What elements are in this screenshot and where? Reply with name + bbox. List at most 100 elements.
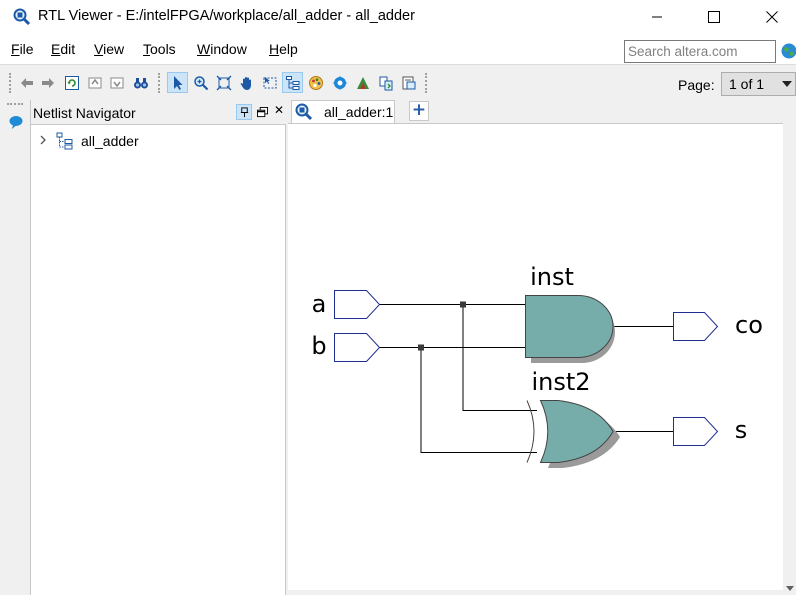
schematic-canvas[interactable]: a b inst inst2 co s [288, 123, 783, 590]
zoom-icon [193, 75, 208, 90]
globe-icon[interactable] [781, 43, 796, 59]
wire-b-to-inst2 [420, 347, 537, 453]
rtl-viewer-app-icon [13, 8, 31, 26]
vertical-scrollbar[interactable] [783, 123, 796, 595]
back-icon [20, 77, 33, 88]
menu-file[interactable]: File [11, 41, 34, 57]
minimize-button[interactable] [628, 0, 686, 34]
export-icon [379, 76, 392, 90]
settings-icon [332, 75, 347, 90]
wire-a-to-inst2 [462, 304, 537, 411]
toolbar-grip [9, 73, 13, 93]
junction-dot-b [418, 344, 424, 351]
rtl-viewer-tab-icon [295, 103, 313, 121]
select-button[interactable] [167, 72, 188, 93]
go-down-icon [110, 77, 123, 88]
fit-in-window-button[interactable] [214, 73, 233, 92]
float-window-button[interactable] [255, 105, 269, 119]
menu-window[interactable]: Window [197, 41, 247, 57]
select-icon [173, 75, 182, 90]
input-label-a: a [312, 290, 327, 318]
page-label: Page: [678, 77, 715, 93]
page-select[interactable]: 1 of 1 [721, 72, 796, 96]
hierarchy-button[interactable] [282, 72, 303, 93]
hierarchy-icon [285, 75, 299, 90]
input-port-a[interactable] [334, 290, 381, 319]
speech-bubble-icon[interactable] [8, 114, 24, 130]
go-down-button[interactable] [107, 73, 126, 92]
refresh-icon [64, 75, 79, 90]
hand-button[interactable] [237, 73, 256, 92]
fit-icon [216, 75, 231, 90]
area-select-button[interactable] [260, 73, 279, 92]
forward-icon [41, 77, 54, 88]
close-icon [766, 11, 778, 23]
menu-edit[interactable]: Edit [51, 41, 76, 57]
gate-label-inst2: inst2 [531, 368, 590, 396]
minimize-icon [652, 16, 662, 18]
scroll-down-arrow-icon[interactable] [786, 586, 794, 591]
menu-view[interactable]: View [94, 41, 125, 57]
output-label-s: s [735, 416, 748, 444]
side-tool-strip [0, 100, 28, 595]
forward-button[interactable] [38, 73, 57, 92]
navigator-title: Netlist Navigator [33, 105, 136, 121]
filter-button[interactable] [353, 73, 372, 92]
tab-all-adder[interactable]: all_adder:1 [291, 100, 395, 123]
tab-label: all_adder:1 [324, 104, 394, 120]
export-button[interactable] [376, 73, 395, 92]
xor-gate-inst2[interactable] [526, 400, 620, 469]
close-button[interactable] [743, 0, 796, 34]
hierarchy-tree-icon [56, 132, 73, 150]
netlist-icon [402, 76, 415, 89]
float-window-icon [256, 106, 268, 117]
junction-dot-a [460, 301, 466, 308]
input-label-b: b [311, 332, 326, 360]
close-icon: ✕ [273, 103, 285, 117]
add-tab-button[interactable]: + [409, 101, 429, 121]
toolbar-separator [158, 73, 162, 93]
menu-bar: File Edit View Tools Window Help [0, 36, 796, 64]
schematic-drawing: a b inst inst2 co s [311, 263, 763, 469]
filter-icon [356, 76, 369, 89]
gate-label-inst: inst [530, 263, 574, 291]
color-icon [308, 75, 323, 90]
input-port-b[interactable] [334, 333, 381, 362]
refresh-button[interactable] [62, 73, 81, 92]
chevron-right-icon[interactable] [38, 134, 48, 146]
close-panel-button[interactable]: ✕ [272, 103, 286, 117]
search-input[interactable] [625, 41, 775, 62]
canvas-bottom-border [288, 590, 783, 595]
xor-gate-body [539, 400, 614, 463]
side-strip-grip [7, 103, 23, 106]
page-select-value: 1 of 1 [729, 76, 765, 92]
tree-item-all-adder[interactable]: all_adder [31, 130, 286, 152]
window-title: RTL Viewer - E:/intelFPGA/workplace/all_… [38, 8, 415, 24]
toolbar-separator [425, 73, 429, 93]
netlist-navigator-panel: Netlist Navigator ✕ all_adder [30, 100, 286, 595]
go-up-button[interactable] [85, 73, 104, 92]
maximize-button[interactable] [685, 0, 743, 34]
output-port-co[interactable] [673, 312, 719, 341]
color-button[interactable] [306, 73, 325, 92]
and-gate-body [525, 295, 614, 358]
menu-help[interactable]: Help [269, 41, 298, 57]
and-gate-inst[interactable] [525, 295, 616, 364]
area-select-icon [263, 76, 276, 88]
document-tab-bar: all_adder:1 + [288, 100, 796, 123]
settings-button[interactable] [330, 73, 349, 92]
find-button[interactable] [131, 73, 150, 92]
pin-icon [240, 106, 248, 117]
wires [379, 304, 673, 453]
back-button[interactable] [17, 73, 36, 92]
zoom-button[interactable] [191, 73, 210, 92]
maximize-icon [708, 11, 720, 23]
tree-item-label: all_adder [81, 133, 139, 149]
navigator-header: Netlist Navigator ✕ [31, 100, 286, 125]
go-up-icon [88, 77, 101, 88]
menu-tools[interactable]: Tools [143, 41, 176, 57]
pin-button[interactable] [236, 104, 252, 120]
netlist-button[interactable] [399, 73, 418, 92]
find-icon [133, 77, 148, 88]
output-port-s[interactable] [673, 417, 719, 446]
